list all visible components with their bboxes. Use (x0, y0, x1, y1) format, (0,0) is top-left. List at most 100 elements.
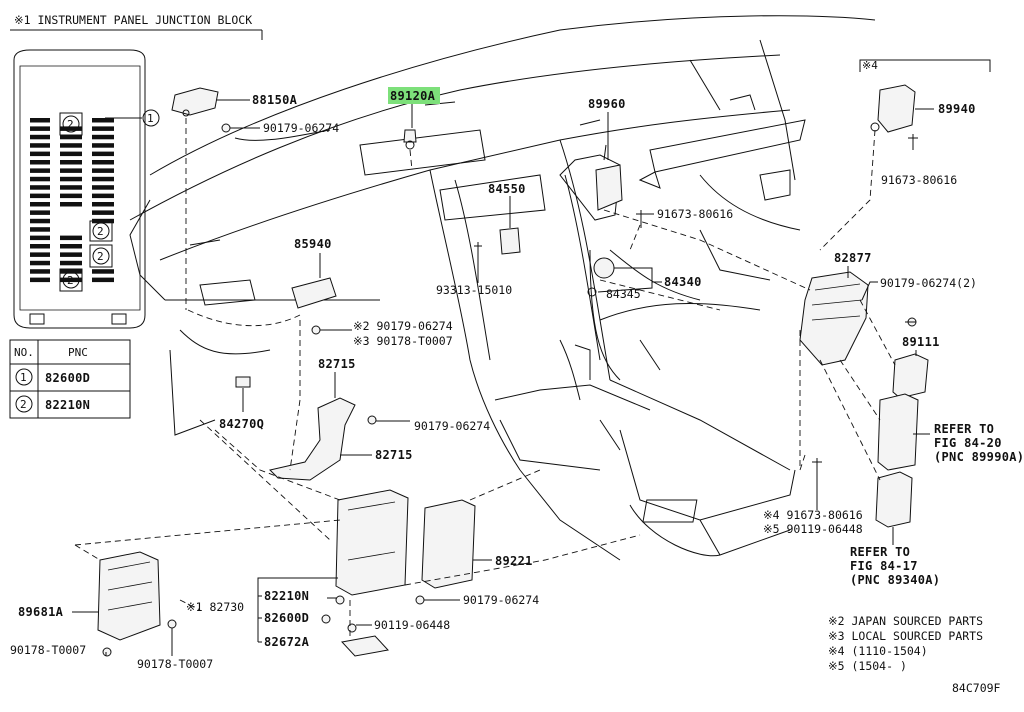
label-93313-15010[interactable]: 93313-15010 (436, 283, 512, 297)
part-84270Q-connector[interactable] (235, 376, 251, 388)
label-91673-80616[interactable]: 91673-80616 (657, 207, 733, 221)
refer-fig-84-20[interactable]: REFER TO FIG 84-20 (PNC 89990A) (934, 422, 1024, 464)
fuse-slot (60, 160, 82, 165)
legend-row-no: 1 (20, 371, 27, 384)
fuse-slot (60, 269, 82, 274)
fuse-slot (30, 185, 50, 190)
label-84550[interactable]: 84550 (488, 182, 526, 196)
label-82210N[interactable]: 82210N (264, 589, 309, 603)
fuse-marker-label: 2 (67, 118, 74, 131)
label-90119-06448-b[interactable]: 90119-06448 (374, 618, 450, 632)
label-82715-lower[interactable]: 82715 (375, 448, 413, 462)
refer-line: (PNC 89340A) (850, 573, 940, 587)
label-90119-06448-c[interactable]: ※5 90119-06448 (763, 522, 863, 536)
fuse-slot (30, 160, 50, 165)
part-82877-bracket[interactable] (799, 271, 869, 366)
fuse-slot (60, 252, 82, 257)
label-90179-06274-b[interactable]: 90179-06274 (414, 419, 490, 433)
part-89120A-clip[interactable] (403, 129, 417, 150)
dashboard-outline (129, 15, 876, 561)
part-89681A-ecu[interactable] (97, 551, 161, 641)
legend-header-pnc: PNC (68, 346, 88, 359)
label-90179-06274-e[interactable]: 90179-06274 (463, 593, 539, 607)
label-82600D[interactable]: 82600D (264, 611, 309, 625)
refer-line: FIG 84-17 (850, 559, 918, 573)
label-89940[interactable]: 89940 (938, 102, 976, 116)
label-89221[interactable]: 89221 (495, 554, 533, 568)
fuse-marker-label: 2 (97, 250, 104, 263)
legend-header-no: NO. (14, 346, 34, 359)
fuse-slot (92, 202, 114, 207)
fuse-slot (92, 143, 114, 148)
fuse-array (30, 118, 114, 283)
fuse-slot (60, 185, 82, 190)
fuse-slot (60, 202, 82, 207)
label-89111[interactable]: 89111 (902, 335, 940, 349)
part-88150A-module[interactable] (171, 87, 219, 117)
fuse-slot (30, 134, 50, 140)
note-line: ※4 (1110-1504) (828, 644, 928, 658)
label-85940[interactable]: 85940 (294, 237, 332, 251)
refer-line: REFER TO (850, 545, 910, 559)
highlight-89120A (388, 87, 440, 104)
fuse-slot (92, 269, 114, 274)
fuse-slot (30, 218, 50, 224)
part-82730-junction-block[interactable] (335, 489, 409, 596)
reference-lines (74, 118, 896, 640)
part-ecu-refer-84-20[interactable] (877, 393, 919, 471)
fuse-slot (60, 193, 82, 199)
part-89940-module[interactable] (870, 84, 916, 133)
part-ecu-refer-84-17[interactable] (875, 471, 913, 528)
label-89960[interactable]: 89960 (588, 97, 626, 111)
fuse-slot (30, 210, 50, 215)
fuse-marker-label: 2 (67, 274, 74, 287)
fuse-slot (92, 176, 114, 182)
label-84340[interactable]: 84340 (664, 275, 702, 289)
fuse-slot (60, 260, 82, 266)
part-89111-module[interactable] (892, 353, 929, 399)
label-82877[interactable]: 82877 (834, 251, 872, 265)
fuse-slot (30, 143, 50, 148)
note-line: ※2 JAPAN SOURCED PARTS (828, 614, 983, 628)
fuse-slot (30, 235, 50, 241)
callout-1-label: 1 (147, 112, 154, 125)
notes-block: ※2 JAPAN SOURCED PARTS ※3 LOCAL SOURCED … (828, 614, 983, 673)
part-labels: 88150A 90179-06274 89120A 89960 84550 91… (10, 59, 1024, 671)
part-89221-ecu[interactable] (421, 499, 476, 589)
label-90179-06274[interactable]: 90179-06274 (263, 121, 339, 135)
fuse-slot (92, 210, 114, 215)
label-89120A[interactable]: 89120A (390, 89, 436, 103)
label-82715-upper[interactable]: 82715 (318, 357, 356, 371)
label-88150A[interactable]: 88150A (252, 93, 298, 107)
note-line: ※5 (1504- ) (828, 659, 907, 673)
label-89681A[interactable]: 89681A (18, 605, 64, 619)
fuse-slot (92, 134, 114, 140)
label-84270Q[interactable]: 84270Q (219, 417, 264, 431)
fuse-slot (60, 235, 82, 241)
label-90178-T0007-b[interactable]: 90178-T0007 (10, 643, 86, 657)
label-japan-90179-06274[interactable]: ※2 90179-06274 (353, 319, 453, 333)
refer-line: FIG 84-20 (934, 436, 1002, 450)
fuse-slot (30, 118, 50, 123)
part-85940-relay[interactable] (291, 277, 337, 309)
label-90178-T0007-c[interactable]: 90178-T0007 (137, 657, 213, 671)
legend-row-pnc: 82210N (45, 398, 90, 412)
fuse-slot (60, 176, 82, 182)
label-91673-80616-c[interactable]: ※4 91673-80616 (763, 508, 863, 522)
label-82730[interactable]: ※1 82730 (186, 600, 244, 614)
label-90179-06274-x2[interactable]: 90179-06274(2) (880, 276, 977, 290)
refer-fig-84-17[interactable]: REFER TO FIG 84-17 (PNC 89340A) (850, 545, 940, 587)
label-local-90178-T0007[interactable]: ※3 90178-T0007 (353, 334, 453, 348)
part-84550-switch[interactable] (499, 227, 521, 255)
part-89960-sensor[interactable] (595, 144, 623, 211)
fuse-slot (30, 260, 50, 266)
fuse-slot (92, 160, 114, 165)
part-82672A-cover[interactable] (341, 635, 389, 657)
part-82715-bracket[interactable] (269, 397, 356, 481)
label-82672A[interactable]: 82672A (264, 635, 310, 649)
label-91673-80616-b[interactable]: 91673-80616 (881, 173, 957, 187)
fuse-slot (60, 168, 82, 173)
label-84345[interactable]: 84345 (606, 287, 641, 301)
